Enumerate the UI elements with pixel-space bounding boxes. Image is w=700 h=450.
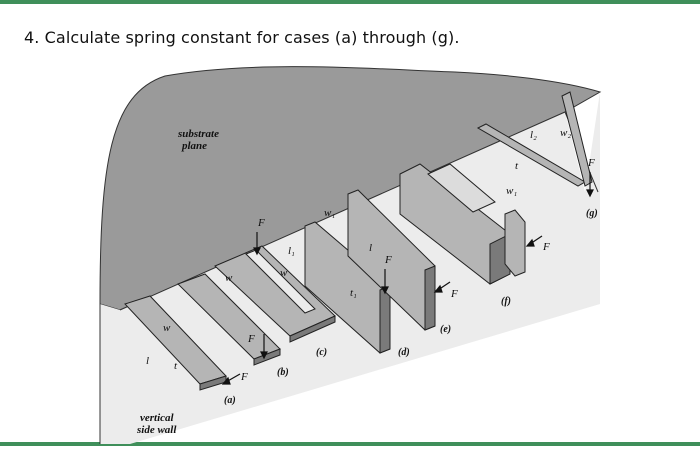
spring-figure: substrate plane vertical side wall (a) (… xyxy=(99,66,602,444)
beam-b-side xyxy=(253,348,281,366)
symbol-F-b: F xyxy=(247,333,255,345)
symbol-w-b: w xyxy=(225,272,233,284)
case-label-c: (c) xyxy=(316,347,327,358)
symbol-t1-d: t₁ xyxy=(350,287,357,299)
beam-c-slot xyxy=(245,249,316,314)
substrate-label-line2: plane xyxy=(181,140,207,152)
symbol-w-a: w xyxy=(163,322,171,334)
beam-g-arm xyxy=(561,91,593,187)
symbol-l-d: l xyxy=(369,242,372,254)
symbol-w1-d: w₁ xyxy=(324,207,335,219)
plate-d-side xyxy=(379,285,391,354)
case-label-a: (a) xyxy=(224,395,236,406)
symbol-F-f: F xyxy=(542,241,550,253)
force-arrows xyxy=(221,172,594,385)
symbol-l-a: l xyxy=(146,355,149,367)
question-text: 4. Calculate spring constant for cases (… xyxy=(24,28,460,47)
case-label-g: (g) xyxy=(586,208,598,219)
case-label-d: (d) xyxy=(398,347,410,358)
symbol-F-g: F xyxy=(587,157,595,169)
block-f-slot xyxy=(427,163,496,213)
block-f-arm xyxy=(504,209,526,277)
symbol-w2-g: w₂ xyxy=(560,127,571,139)
symbol-F-a: F xyxy=(240,371,248,383)
case-label-f: (f) xyxy=(501,296,511,307)
symbol-w1-f: w₁ xyxy=(506,185,517,197)
side-wall-label-line1: vertical xyxy=(140,412,175,424)
case-label-b: (b) xyxy=(277,367,289,378)
side-wall-label-line2: side wall xyxy=(136,424,177,436)
symbol-l2-g: l₂ xyxy=(530,129,537,141)
symbol-w-c: w xyxy=(280,267,288,279)
substrate-label-line1: substrate xyxy=(177,128,219,140)
symbol-t-g: t xyxy=(515,160,519,172)
symbol-F-d: F xyxy=(384,254,392,266)
case-label-e: (e) xyxy=(440,324,451,335)
symbol-l1-c: l₁ xyxy=(288,245,295,257)
substrate-plane xyxy=(99,66,602,311)
plate-e-side xyxy=(424,265,436,331)
symbol-F-c: F xyxy=(257,217,265,229)
beam-c-side xyxy=(289,315,336,343)
symbol-F-e: F xyxy=(450,288,458,300)
symbol-t-a: t xyxy=(174,360,178,372)
